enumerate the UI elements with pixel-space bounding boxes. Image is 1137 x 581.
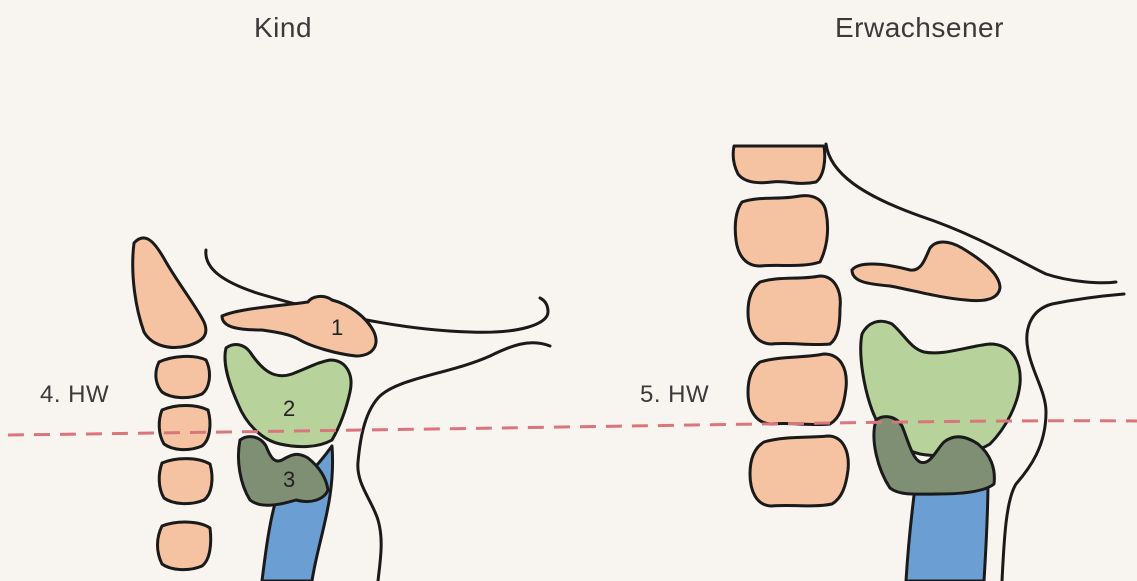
adult-vertebra [731, 144, 827, 185]
adult-tongue-outline [824, 142, 1118, 285]
cricoid-number: 3 [283, 467, 295, 492]
adult-vertebra [733, 194, 830, 268]
child-skull-base [131, 236, 208, 349]
child-tongue-outline [204, 248, 550, 334]
adult-vertebra [748, 434, 850, 508]
adult-epiglottis-outline [1000, 292, 1126, 581]
adult-anatomy [731, 142, 1126, 581]
child-thyroid-cartilage [223, 343, 353, 449]
adult-vertebra [746, 352, 848, 427]
child-vertebra [154, 354, 211, 400]
child-title: Kind [254, 12, 313, 43]
child-anatomy: 1 2 3 [131, 236, 552, 581]
adult-vertebra-level-label: 5. HW [640, 381, 710, 408]
adult-hyoid-bone [850, 240, 1002, 303]
child-vertebra-level-label: 4. HW [40, 381, 110, 408]
adult-title: Erwachsener [835, 12, 1004, 43]
child-cricoid-cartilage [236, 435, 330, 507]
child-neck-outline [356, 341, 552, 581]
adult-vertebra [746, 274, 842, 347]
adult-cricoid-cartilage [872, 415, 996, 496]
child-vertebra [157, 457, 214, 506]
child-vertebra [157, 404, 212, 452]
thyroid-number: 2 [283, 396, 295, 421]
hyoid-number: 1 [331, 315, 343, 340]
child-vertebra [156, 520, 213, 572]
vertebra-level-reference-line [7, 419, 1137, 437]
child-hyoid-bone [220, 294, 378, 358]
